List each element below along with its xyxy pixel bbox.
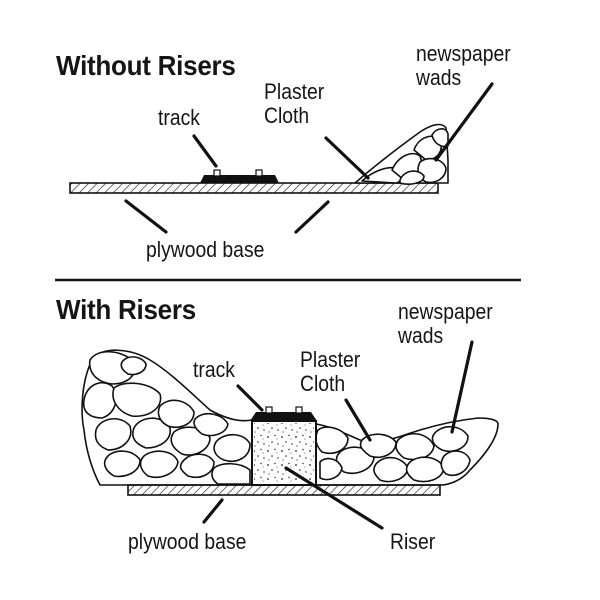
top-plaster-cloth-leader: [324, 136, 370, 180]
bottom-newspaper-wads-leader: [450, 340, 474, 434]
bottom-newspaper-wads-line1: newspaper: [398, 299, 493, 324]
bottom-newspaper-wads-mound: [81, 349, 253, 486]
top-plywood-leader-left: [124, 199, 168, 234]
top-newspaper-wads-line1: newspaper: [416, 41, 511, 66]
top-panel-title: Without Risers: [56, 50, 236, 81]
top-plywood-leader-right: [294, 200, 330, 234]
bottom-panel-drawing: [81, 340, 499, 530]
top-plywood-base-label: plywood base: [146, 237, 265, 262]
bottom-track-shape: [250, 406, 317, 421]
top-track-leader: [192, 134, 218, 168]
bottom-plaster-cloth-line1: Plaster: [300, 347, 361, 372]
top-plaster-cloth-line1: Plaster: [264, 79, 325, 104]
bottom-panel-title: With Risers: [56, 294, 196, 325]
bottom-plywood-leader: [202, 498, 224, 524]
bottom-newspaper-wads-label: newspaper wads: [398, 300, 493, 348]
top-plaster-cloth-line2: Cloth: [264, 103, 310, 128]
top-newspaper-wads-leader: [434, 82, 494, 162]
bottom-plaster-cloth-label: Plaster Cloth: [300, 348, 360, 396]
top-newspaper-wads-line2: wads: [416, 65, 462, 90]
top-panel-drawing: [69, 82, 494, 234]
top-track-label: track: [158, 105, 200, 130]
bottom-plaster-cloth-line2: Cloth: [300, 371, 346, 396]
bottom-track-leader: [236, 384, 264, 412]
bottom-plaster-cloth-leader: [344, 398, 372, 442]
riser-label: Riser: [390, 529, 436, 554]
bottom-newspaper-wads-right: [315, 417, 499, 486]
top-track-shape: [200, 169, 279, 183]
top-plaster-cloth-label: Plaster Cloth: [264, 80, 324, 128]
bottom-newspaper-wads-line2: wads: [398, 323, 444, 348]
top-newspaper-wads-label: newspaper wads: [416, 42, 511, 90]
bottom-track-label: track: [193, 357, 235, 382]
bottom-plywood-base-label: plywood base: [128, 529, 247, 554]
top-newspaper-wads-pile: [354, 123, 449, 185]
bottom-plywood-board: [127, 484, 441, 496]
riser-leader: [284, 466, 384, 530]
top-plywood-board: [69, 182, 439, 194]
